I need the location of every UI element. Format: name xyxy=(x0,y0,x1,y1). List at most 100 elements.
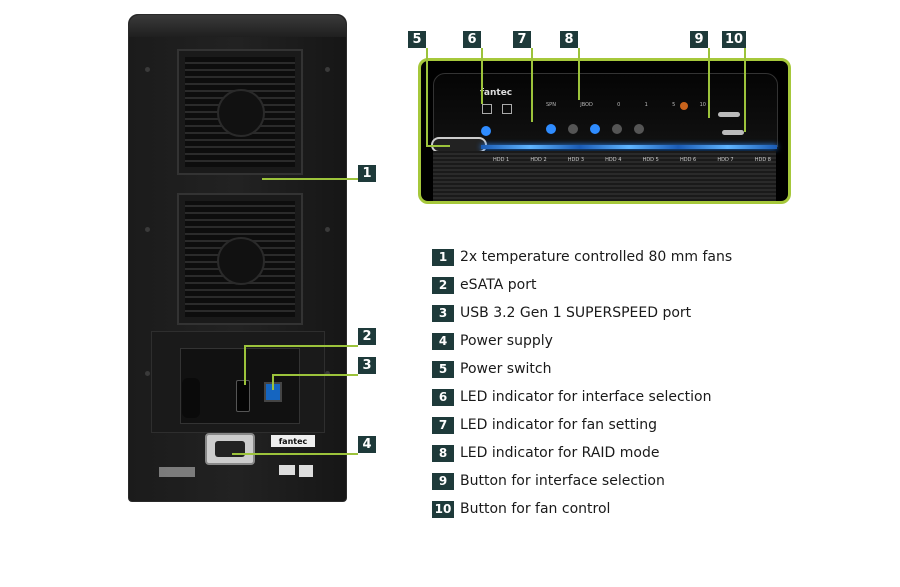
esata-port[interactable] xyxy=(236,380,250,412)
legend-item: 1 2x temperature controlled 80 mm fans xyxy=(432,243,732,271)
legend-number: 2 xyxy=(432,276,454,294)
interface-led-usb xyxy=(502,104,512,114)
legend-text: USB 3.2 Gen 1 SUPERSPEED port xyxy=(460,305,692,321)
raid-led-active xyxy=(680,102,688,110)
port-plate xyxy=(151,331,325,433)
legend-number: 5 xyxy=(432,360,454,378)
badge-8: 8 xyxy=(560,31,578,48)
badge-10: 10 xyxy=(722,31,746,48)
legend-text: Button for interface selection xyxy=(460,473,665,489)
badge-6: 6 xyxy=(463,31,481,48)
legend-item: 10 Button for fan control xyxy=(432,495,732,523)
legend-text: 2x temperature controlled 80 mm fans xyxy=(460,249,733,265)
screw xyxy=(325,227,330,232)
legend-text: LED indicator for RAID mode xyxy=(460,445,660,461)
leader-line-7 xyxy=(531,48,533,122)
fan-led-4 xyxy=(612,124,622,134)
leader-line-8 xyxy=(578,48,580,100)
fan-led-3 xyxy=(590,124,600,134)
legend-number: 9 xyxy=(432,472,454,490)
badge-3: 3 xyxy=(358,357,376,374)
hdd-label: HDD 2 xyxy=(530,157,547,163)
front-panel-closeup: fantec SPN JBOD 0 1 5 10 HDD 1 HDD 2 xyxy=(418,58,791,204)
device-back: fantec xyxy=(128,14,347,502)
raid-led-label: SPN xyxy=(546,102,556,108)
badge-1: 1 xyxy=(358,165,376,182)
hdd-label: HDD 4 xyxy=(605,157,622,163)
legend-number: 10 xyxy=(432,500,454,518)
badge-5: 5 xyxy=(408,31,426,48)
badge-7: 7 xyxy=(513,31,531,48)
leader-line-3-down xyxy=(272,374,274,390)
raid-led-label: 0 xyxy=(617,102,621,108)
legend-text: Power supply xyxy=(460,333,553,349)
legend-item: 4 Power supply xyxy=(432,327,732,355)
certification-marks xyxy=(159,467,195,477)
fan-led-1 xyxy=(546,124,556,134)
leader-line-5 xyxy=(426,48,428,146)
badge-4: 4 xyxy=(358,436,376,453)
fan-hub xyxy=(217,237,265,285)
legend-number: 1 xyxy=(432,248,454,266)
legend-item: 5 Power switch xyxy=(432,355,732,383)
brand-logo-front: fantec xyxy=(480,88,513,98)
hdd-label: HDD 6 xyxy=(679,157,697,163)
legend-number: 7 xyxy=(432,416,454,434)
hdd-label: HDD 5 xyxy=(642,157,659,163)
legend-text: Power switch xyxy=(460,361,552,377)
leader-line-3 xyxy=(272,374,358,376)
fan-top xyxy=(177,49,303,175)
screw xyxy=(325,67,330,72)
drive-bays: HDD 1 HDD 2 HDD 3 HDD 4 HDD 5 HDD 6 HDD … xyxy=(433,151,776,201)
interface-led-active xyxy=(481,126,491,136)
raid-led-label: 10 xyxy=(699,102,706,108)
interface-led-esata xyxy=(482,104,492,114)
leader-line-2 xyxy=(244,345,358,347)
leader-line-10 xyxy=(744,48,746,132)
screw-knob xyxy=(182,378,200,418)
raid-led-label: 1 xyxy=(644,102,648,108)
device-top-bevel xyxy=(129,15,346,37)
leader-line-9 xyxy=(708,48,710,118)
brand-logo-back: fantec xyxy=(271,435,315,447)
legend-number: 3 xyxy=(432,304,454,322)
legend-text: LED indicator for interface selection xyxy=(460,389,712,405)
fan-control-button[interactable] xyxy=(722,130,744,135)
legend-number: 4 xyxy=(432,332,454,350)
screw xyxy=(145,371,150,376)
fan-bottom xyxy=(177,193,303,325)
raid-led-label: 5 xyxy=(672,102,676,108)
leader-line-5-h xyxy=(426,145,450,147)
raid-led-label: JBOD xyxy=(580,102,593,108)
leader-line-4 xyxy=(232,453,358,455)
badge-9: 9 xyxy=(690,31,708,48)
legend-item: 3 USB 3.2 Gen 1 SUPERSPEED port xyxy=(432,299,732,327)
front-panel-glass: fantec SPN JBOD 0 1 5 10 xyxy=(433,73,778,147)
fan-led-5 xyxy=(634,124,644,134)
leader-line-6 xyxy=(481,48,483,104)
badge-2: 2 xyxy=(358,328,376,345)
hdd-label-row: HDD 1 HDD 2 HDD 3 HDD 4 HDD 5 HDD 6 HDD … xyxy=(493,157,771,163)
hdd-led-strip xyxy=(481,145,777,149)
interface-select-button[interactable] xyxy=(718,112,740,117)
screw xyxy=(325,371,330,376)
screw xyxy=(145,67,150,72)
hdd-label: HDD 7 xyxy=(717,157,734,163)
usb-logo xyxy=(299,465,313,477)
leader-line-1 xyxy=(262,178,358,180)
sata-logo xyxy=(279,465,295,475)
power-socket[interactable] xyxy=(205,433,255,465)
legend-text: Button for fan control xyxy=(460,501,611,517)
legend-number: 6 xyxy=(432,388,454,406)
legend-text: eSATA port xyxy=(460,277,537,293)
legend-item: 9 Button for interface selection xyxy=(432,467,732,495)
legend-item: 6 LED indicator for interface selection xyxy=(432,383,732,411)
hdd-label: HDD 1 xyxy=(493,157,510,163)
legend-item: 2 eSATA port xyxy=(432,271,732,299)
leader-line-2-down xyxy=(244,345,246,385)
hdd-label: HDD 8 xyxy=(754,157,771,163)
raid-led-row: SPN JBOD 0 1 5 10 xyxy=(546,102,706,112)
